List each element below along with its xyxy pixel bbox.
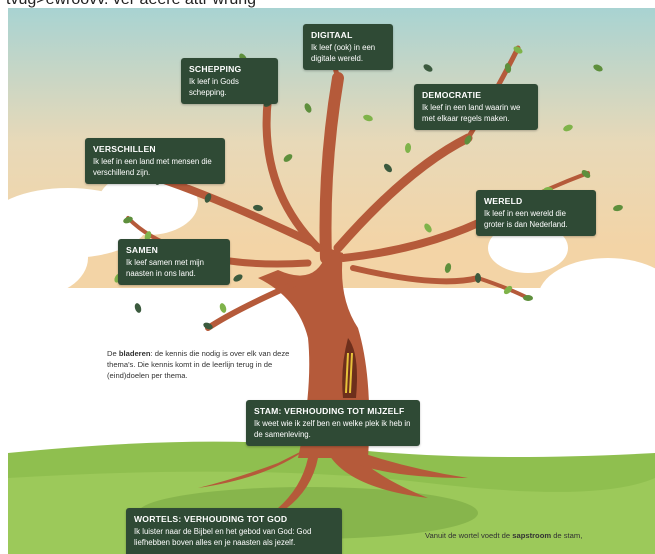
note-prefix: De xyxy=(107,349,117,358)
leaf xyxy=(123,216,133,224)
leaf xyxy=(423,64,433,72)
box-title: WORTELS: VERHOUDING TOT GOD xyxy=(134,514,288,524)
box-title: SCHEPPING xyxy=(189,64,242,74)
leaf xyxy=(444,263,452,273)
leaf xyxy=(424,223,432,233)
leaf xyxy=(581,170,591,178)
leaf xyxy=(474,273,482,283)
theme-box-verschillen: VERSCHILLEN Ik leef in een land met mens… xyxy=(85,138,225,184)
box-description: Ik leef samen met mijn naasten in ons la… xyxy=(126,258,204,278)
leaf xyxy=(593,64,603,72)
leaf xyxy=(563,124,573,132)
box-description: Ik leef in Gods schepping. xyxy=(189,77,239,97)
note-bold-term: bladeren xyxy=(118,349,151,358)
leaf xyxy=(503,285,513,295)
leaf xyxy=(283,154,293,162)
box-title: DIGITAAL xyxy=(311,30,353,40)
leaf xyxy=(523,294,533,302)
box-description: Ik leef in een wereld die groter is dan … xyxy=(484,209,568,229)
leaf xyxy=(304,103,312,113)
theme-box-democratie: DEMOCRATIE Ik leef in een land waarin we… xyxy=(414,84,538,130)
theme-box-digitaal: DIGITAAL Ik leef (ook) in een digitale w… xyxy=(303,24,393,70)
box-title: WERELD xyxy=(484,196,523,206)
tree-illustration xyxy=(8,8,655,554)
leaf xyxy=(134,303,142,313)
leaf xyxy=(203,322,213,330)
leaf xyxy=(253,204,263,212)
box-description: Ik weet wie ik zelf ben en welke plek ik… xyxy=(254,419,411,439)
box-description: Ik leef (ook) in een digitale wereld. xyxy=(311,43,376,63)
top-caption-text: tvug>ewroovv. ver aeere attr wrung xyxy=(6,0,256,8)
leaf xyxy=(144,231,152,241)
leaf xyxy=(504,63,512,73)
theme-box-wereld: WERELD Ik leef in een wereld die groter … xyxy=(476,190,596,236)
top-cut-caption: tvug>ewroovv. ver aeere attr wrung xyxy=(0,0,655,8)
theme-box-samen: SAMEN Ik leef samen met mijn naasten in … xyxy=(118,239,230,285)
theme-box-schepping: SCHEPPING Ik leef in Gods schepping. xyxy=(181,58,278,104)
note-prefix: Vanuit de wortel voedt de xyxy=(425,531,511,540)
leaf xyxy=(404,143,412,153)
leaf xyxy=(204,193,212,203)
box-description: Ik leef in een land waarin we met elkaar… xyxy=(422,103,521,123)
note-bold-term: sapstroom xyxy=(512,531,552,540)
box-description: Ik leef in een land met mensen die versc… xyxy=(93,157,212,177)
note-wortel: Vanuit de wortel voedt de sapstroom de s… xyxy=(425,530,645,541)
note-rest: : de kennis die nodig is over elk van de… xyxy=(107,349,290,380)
note-rest: de stam, xyxy=(551,531,583,540)
leaf xyxy=(233,274,243,282)
box-title: DEMOCRATIE xyxy=(422,90,482,100)
theme-box-stam: STAM: VERHOUDING TOT MIJZELF Ik weet wie… xyxy=(246,400,420,446)
box-title: SAMEN xyxy=(126,245,159,255)
leaf xyxy=(613,204,623,212)
box-title: VERSCHILLEN xyxy=(93,144,156,154)
note-bladeren: De bladeren: de kennis die nodig is over… xyxy=(107,348,297,381)
leaf xyxy=(464,135,472,145)
box-title: STAM: VERHOUDING TOT MIJZELF xyxy=(254,406,405,416)
leaf xyxy=(219,303,227,313)
theme-box-wortels: WORTELS: VERHOUDING TOT GOD Ik luister n… xyxy=(126,508,342,554)
tree-infographic: DIGITAAL Ik leef (ook) in een digitale w… xyxy=(8,8,655,554)
box-description: Ik luister naar de Bijbel en het gebod v… xyxy=(134,527,312,547)
leaf xyxy=(363,114,373,122)
leaf xyxy=(513,46,523,54)
leaf xyxy=(383,163,393,173)
